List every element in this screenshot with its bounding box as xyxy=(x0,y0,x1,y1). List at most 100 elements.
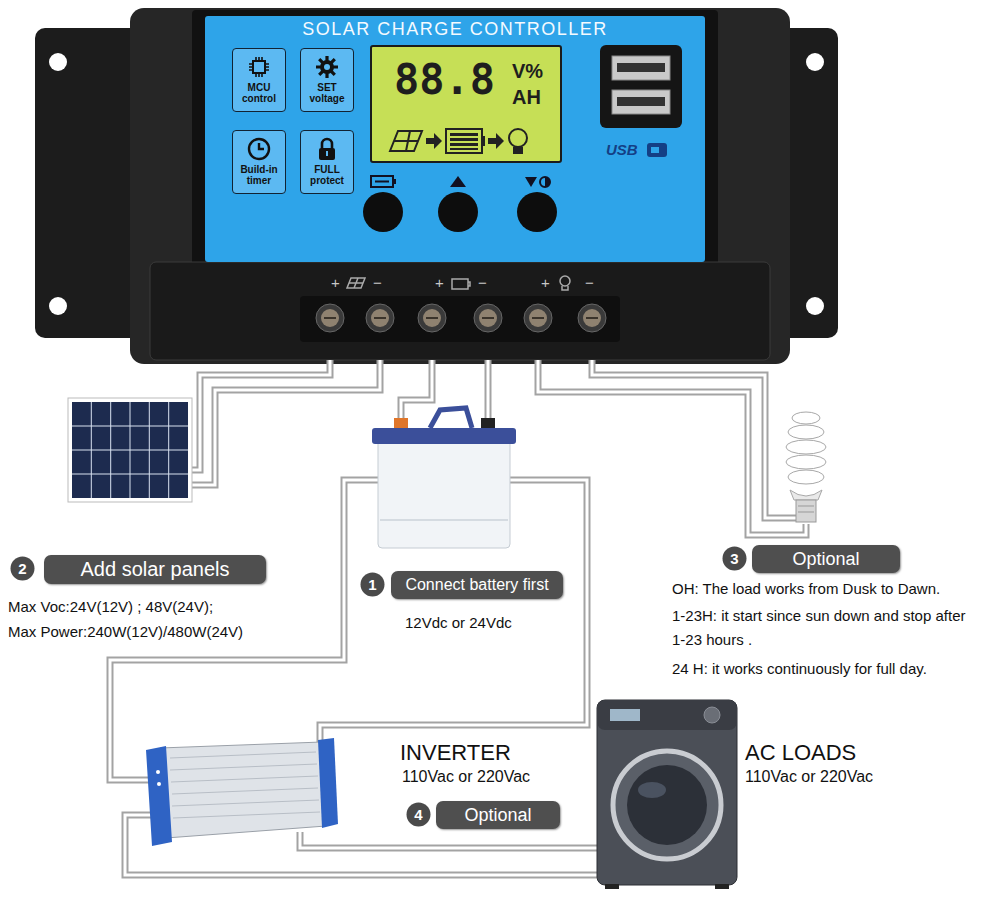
terminal-screws xyxy=(321,309,339,327)
inverter xyxy=(157,782,161,786)
wires xyxy=(320,480,587,742)
wires xyxy=(485,360,492,418)
washing-machine xyxy=(613,751,721,859)
terminal-screws xyxy=(374,317,386,319)
step-badge: Optional xyxy=(752,545,900,573)
spec-text: Max Power:240W(12V)/480W(24V) xyxy=(8,623,243,640)
gear-icon xyxy=(314,54,340,80)
lcd-unit: AH xyxy=(512,87,541,107)
circle-shape xyxy=(11,557,35,581)
terminal-screws xyxy=(423,309,441,327)
controller-face-art xyxy=(600,45,682,128)
controller-housing xyxy=(35,8,838,364)
gear-icon xyxy=(324,64,330,70)
controller-housing xyxy=(300,296,620,342)
step-text: Connect battery first xyxy=(405,571,548,599)
step-badge: Optional xyxy=(436,801,560,829)
wires xyxy=(592,360,796,518)
washing-machine xyxy=(610,709,640,721)
feature-label: MCU control xyxy=(233,82,285,104)
step-badge: Connect battery first xyxy=(391,571,563,599)
inverter xyxy=(156,770,160,774)
feature-icon-box: Build-in timer xyxy=(232,130,286,194)
lcd-digits: 88.8 xyxy=(394,59,495,101)
battery xyxy=(380,519,508,521)
washing-machine xyxy=(597,700,737,889)
washing-machine xyxy=(715,884,729,889)
terminal-sign: − xyxy=(373,274,382,291)
terminal-screws xyxy=(586,317,598,319)
battery xyxy=(372,408,516,548)
note-text: 1-23H: it start since sun down and stop … xyxy=(672,604,972,652)
step-badge: Add solar panels xyxy=(44,555,266,584)
lcd-icons xyxy=(482,136,485,146)
terminal-screws xyxy=(578,304,606,332)
circle-shape xyxy=(361,573,385,597)
wires xyxy=(538,360,806,535)
controller-face-art xyxy=(393,179,396,184)
terminal-sign: − xyxy=(585,274,594,291)
terminal-screws xyxy=(316,304,344,332)
terminal-screws xyxy=(482,317,494,319)
lamp xyxy=(788,425,824,439)
terminal-icons xyxy=(347,278,365,288)
washing-machine xyxy=(704,707,720,723)
lcd-icons xyxy=(450,133,478,136)
note-text: 24 H: it works continuously for full day… xyxy=(672,660,927,677)
battery xyxy=(481,418,495,428)
battery xyxy=(430,408,472,428)
lcd-icons xyxy=(390,131,422,151)
callout-circle: 2 xyxy=(10,556,35,581)
controller-face-art xyxy=(545,177,550,187)
callout-circle: 4 xyxy=(406,802,431,827)
feature-icon-box: FULL protect xyxy=(300,130,354,194)
lcd-icons xyxy=(446,129,482,153)
controller-face-art xyxy=(363,192,403,232)
terminal-icons xyxy=(562,286,568,290)
terminal-screws xyxy=(316,304,606,332)
device-title: SOLAR CHARGE CONTROLLER xyxy=(205,16,705,40)
wires xyxy=(300,832,597,848)
lcd-icons xyxy=(450,138,478,141)
clock-icon xyxy=(246,136,272,162)
inverter xyxy=(170,752,320,818)
solar-panel xyxy=(68,398,192,502)
chip-icon xyxy=(246,54,272,80)
lcd-display: 88.8V%AH xyxy=(370,45,562,163)
controller-housing xyxy=(150,262,770,360)
lcd-icons xyxy=(513,147,523,154)
inverter xyxy=(146,738,338,846)
washing-machine xyxy=(605,884,619,889)
controller-face-art xyxy=(371,176,393,187)
terminal-screws xyxy=(418,304,446,332)
controller-face-art xyxy=(612,56,670,80)
controller-face-art xyxy=(612,90,670,114)
controller-face-art xyxy=(617,97,665,106)
lcd-icons xyxy=(450,148,478,150)
lamp xyxy=(786,455,826,469)
lcd-icons xyxy=(488,133,504,149)
spec-text: 110Vac or 220Vac xyxy=(745,768,873,786)
controller-housing xyxy=(806,53,824,71)
controller-face-art xyxy=(375,181,389,183)
controller-housing xyxy=(806,297,824,315)
controller-face-art xyxy=(647,143,667,157)
terminal-icons xyxy=(560,276,570,286)
spec-text: Max Voc:24V(12V) ; 48V(24V); xyxy=(8,598,213,615)
terminal-screws xyxy=(324,317,336,319)
battery xyxy=(394,418,408,428)
callout-circle: 1 xyxy=(360,572,385,597)
terminal-screws xyxy=(583,309,601,327)
terminal-sign: − xyxy=(478,274,487,291)
washing-machine xyxy=(597,700,737,885)
note-text: OH: The load works from Dusk to Dawn. xyxy=(672,580,940,597)
terminal-sign: + xyxy=(331,274,340,291)
controller-face-art xyxy=(438,192,478,232)
wires xyxy=(401,360,432,418)
controller-housing xyxy=(130,8,790,364)
gear-icon xyxy=(320,60,334,74)
controller-housing xyxy=(49,53,67,71)
chip-icon xyxy=(249,57,269,77)
port-label: USB xyxy=(606,141,638,158)
lock-icon xyxy=(314,136,340,162)
